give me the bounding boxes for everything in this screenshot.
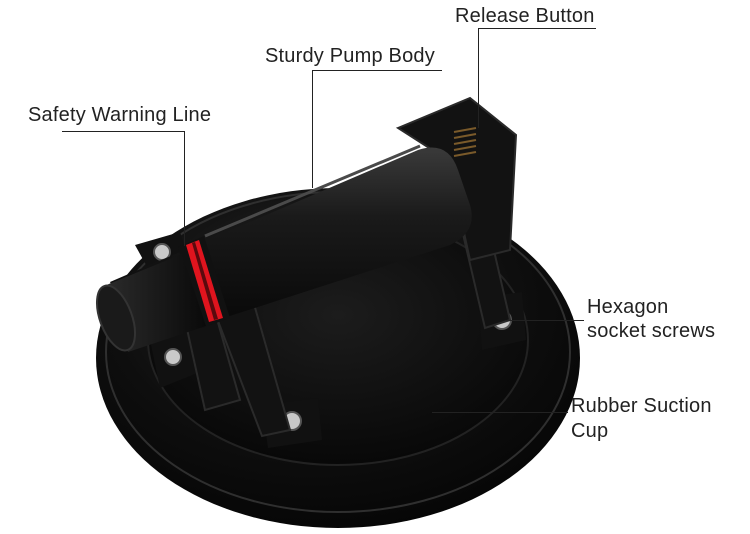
pump-end-cap (95, 254, 206, 352)
rubber-suction-cup-label-line2: Cup (571, 420, 609, 442)
hexagon-screws-label-line2: socket screws (587, 320, 716, 342)
hex-screw-mid-left (164, 348, 182, 366)
pump-body-leader-h (312, 70, 442, 71)
release-button-label: Release Button (455, 5, 595, 27)
hexagon-screws-leader (506, 320, 584, 321)
safety-warning-leader-h (62, 131, 184, 132)
pump-body-leader-v (312, 70, 313, 188)
rubber-suction-cup-leader (432, 412, 568, 413)
release-button-spring (453, 127, 477, 157)
rubber-suction-cup-label-line1: Rubber Suction (571, 395, 712, 417)
safety-warning-label: Safety Warning Line (28, 104, 212, 126)
hexagon-screws-label-line1: Hexagon (587, 296, 669, 318)
safety-warning-leader-v (184, 131, 185, 246)
release-button-leader-v (478, 28, 479, 128)
safety-warning-ring (178, 236, 230, 328)
release-button-leader-h (478, 28, 596, 29)
pump-body-label: Sturdy Pump Body (265, 45, 435, 67)
